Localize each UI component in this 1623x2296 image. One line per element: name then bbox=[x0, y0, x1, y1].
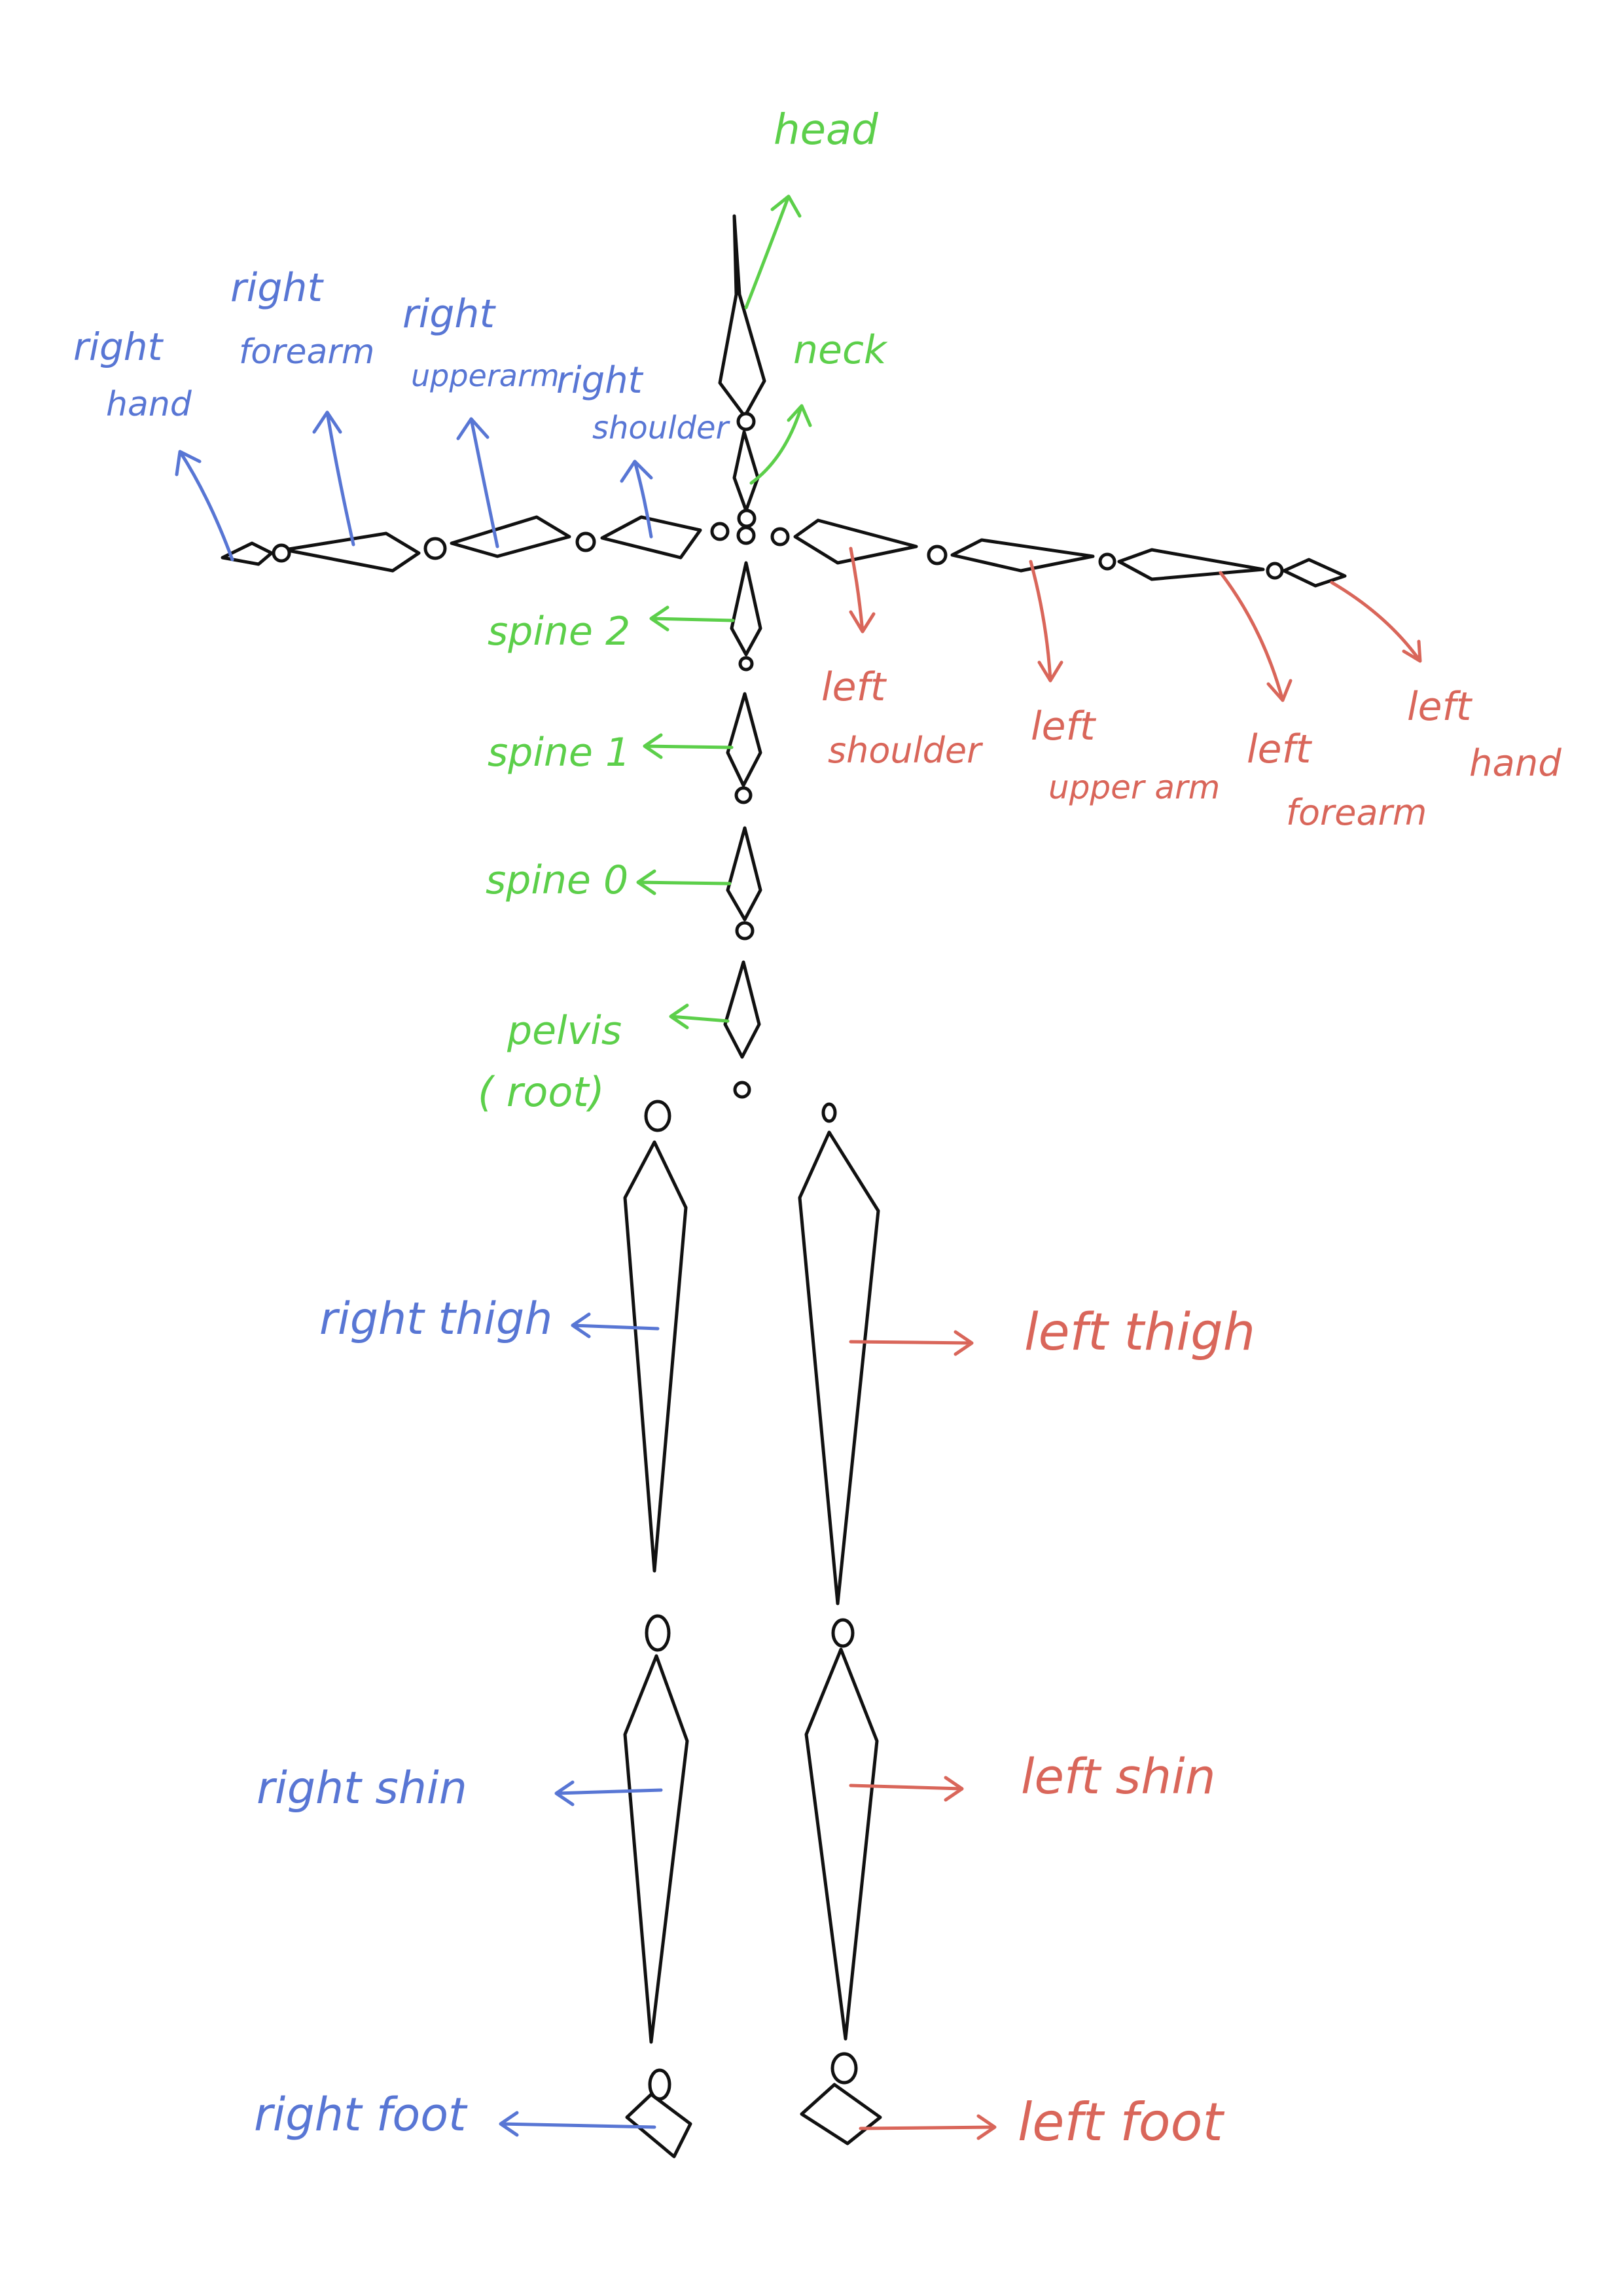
joint-left-elbow-upper bbox=[927, 545, 948, 565]
joint-left-wrist bbox=[1266, 562, 1284, 580]
label-spine0: spine 0 bbox=[486, 857, 628, 903]
bone-neck bbox=[732, 430, 760, 512]
label-pelvis-root: ( root) bbox=[478, 1068, 605, 1116]
label-right-shoulder-1: right bbox=[556, 359, 644, 402]
label-right-hand-2: hand bbox=[106, 385, 192, 424]
arrow-right-shoulder bbox=[620, 459, 653, 539]
joint-spine1 bbox=[734, 786, 753, 804]
bone-spine1 bbox=[726, 692, 762, 787]
joint-chest-center bbox=[736, 526, 756, 545]
label-left-hand-1: left bbox=[1407, 684, 1473, 730]
label-spine2: spine 2 bbox=[488, 609, 630, 655]
bone-right-shin bbox=[623, 1654, 689, 2044]
joint-right-elbow-upper bbox=[575, 531, 596, 552]
joint-left-ankle bbox=[830, 2052, 858, 2085]
bone-right-upperarm bbox=[450, 515, 571, 558]
label-head: head bbox=[774, 106, 878, 154]
bone-right-shoulder bbox=[600, 515, 702, 560]
label-left-shin: left shin bbox=[1021, 1749, 1216, 1805]
bone-left-foot bbox=[800, 2083, 882, 2145]
arrow-right-shin bbox=[554, 1780, 663, 1806]
arrow-pelvis bbox=[669, 1003, 730, 1030]
arrow-left-hand bbox=[1330, 581, 1422, 663]
joint-spine2 bbox=[738, 656, 754, 672]
bone-left-forearm bbox=[1117, 548, 1265, 581]
joint-neck-base bbox=[737, 509, 757, 528]
joint-right-elbow bbox=[423, 537, 447, 560]
spine-arrows bbox=[636, 194, 812, 1030]
arrow-left-foot bbox=[859, 2114, 997, 2140]
arrow-left-shoulder bbox=[849, 547, 876, 634]
arrow-neck bbox=[749, 404, 812, 485]
arrow-spine2 bbox=[649, 605, 735, 632]
label-left-thigh: left thigh bbox=[1024, 1303, 1255, 1362]
joint-left-elbow bbox=[1098, 552, 1116, 571]
arrow-right-hand bbox=[175, 450, 234, 562]
arrow-left-upperarm bbox=[1029, 560, 1063, 683]
label-pelvis: pelvis bbox=[507, 1008, 622, 1054]
left-arrows bbox=[849, 547, 1422, 2140]
bone-pelvis bbox=[723, 960, 761, 1059]
bones bbox=[221, 214, 1347, 2159]
bone-spine2 bbox=[730, 561, 762, 656]
label-right-shin: right shin bbox=[257, 1763, 467, 1814]
left-labels: left shoulder left upper arm left forear… bbox=[821, 664, 1561, 2153]
bone-head bbox=[718, 214, 766, 418]
bone-left-thigh bbox=[798, 1130, 880, 1605]
label-right-forearm-1: right bbox=[230, 265, 324, 311]
label-right-hand-1: right bbox=[73, 325, 164, 369]
bone-spine0 bbox=[726, 826, 762, 922]
label-spine1: spine 1 bbox=[488, 730, 630, 776]
joint-right-hip bbox=[644, 1100, 671, 1132]
arrow-spine1 bbox=[643, 733, 734, 759]
joint-pelvis bbox=[733, 1081, 751, 1099]
label-left-hand-2: hand bbox=[1469, 742, 1561, 785]
joint-neck-top bbox=[736, 412, 756, 431]
label-left-upperarm-2: upper arm bbox=[1048, 768, 1220, 806]
bone-right-hand bbox=[221, 541, 274, 566]
label-right-upperarm-2: upperarm bbox=[411, 358, 560, 393]
arrow-right-foot bbox=[499, 2111, 656, 2137]
label-neck: neck bbox=[793, 327, 888, 373]
joint-left-hip bbox=[821, 1102, 837, 1123]
arrow-right-upperarm bbox=[456, 417, 499, 548]
joint-spine0 bbox=[735, 921, 755, 941]
joint-right-wrist bbox=[272, 543, 291, 563]
arrow-right-forearm bbox=[312, 410, 355, 547]
label-right-foot: right foot bbox=[254, 2088, 468, 2142]
arrow-head bbox=[744, 194, 802, 310]
label-left-forearm-1: left bbox=[1247, 726, 1313, 772]
joint-left-shoulder bbox=[770, 527, 790, 547]
spine-labels: head neck spine 2 spine 1 spine 0 pelvis… bbox=[478, 106, 888, 1116]
joint-right-knee bbox=[645, 1614, 671, 1652]
bone-right-thigh bbox=[623, 1140, 688, 1573]
arrow-spine0 bbox=[636, 869, 732, 895]
joint-left-knee bbox=[831, 1618, 855, 1648]
arrow-left-thigh bbox=[849, 1330, 974, 1356]
bone-right-foot bbox=[625, 2092, 692, 2159]
arrow-right-thigh bbox=[571, 1312, 660, 1338]
label-left-forearm-2: forearm bbox=[1286, 792, 1427, 833]
label-right-upperarm-1: right bbox=[402, 291, 496, 337]
label-right-forearm-2: forearm bbox=[239, 332, 374, 372]
bone-left-shin bbox=[804, 1647, 879, 2041]
label-right-shoulder-2: shoulder bbox=[592, 410, 731, 446]
label-right-thigh: right thigh bbox=[319, 1293, 552, 1345]
arrow-left-shin bbox=[849, 1776, 964, 1802]
bone-left-hand bbox=[1282, 558, 1347, 588]
label-left-shoulder-1: left bbox=[821, 664, 887, 710]
arrow-left-forearm bbox=[1219, 571, 1293, 702]
bone-left-shoulder bbox=[793, 518, 918, 565]
right-labels: right hand right forearm right upperarm … bbox=[73, 265, 731, 2142]
label-left-foot: left foot bbox=[1018, 2092, 1224, 2153]
joint-right-shoulder bbox=[710, 522, 730, 541]
label-left-upperarm-1: left bbox=[1031, 704, 1097, 749]
right-arrows bbox=[175, 410, 663, 2137]
bone-left-upperarm bbox=[950, 538, 1095, 573]
label-left-shoulder-2: shoulder bbox=[828, 730, 983, 771]
